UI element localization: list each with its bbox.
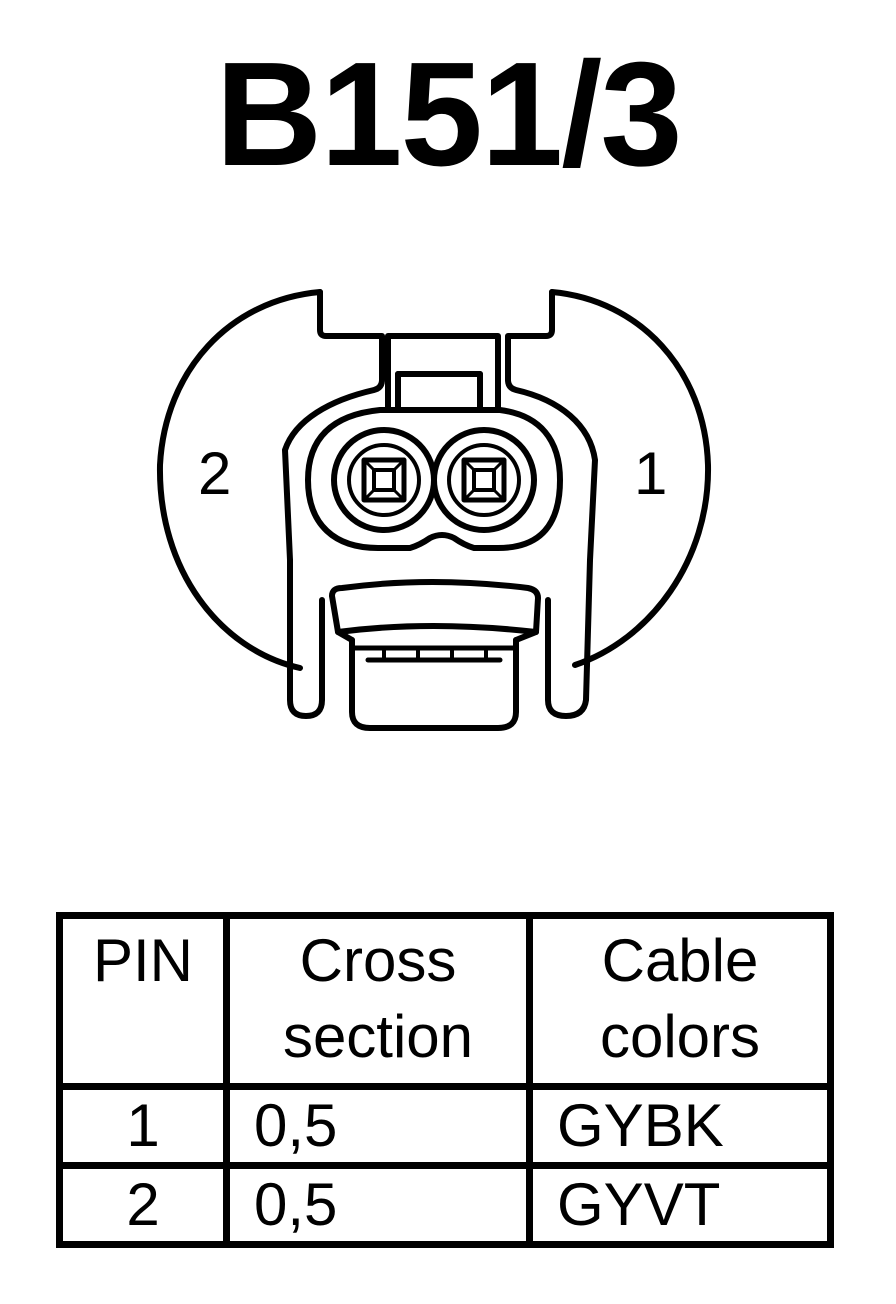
row-1-cross-section: 0,5	[223, 1083, 533, 1169]
lock-bar	[329, 579, 541, 635]
locking-leg-right	[545, 557, 593, 719]
row-2-cross-section: 0,5	[223, 1162, 533, 1248]
latch-tab	[282, 289, 598, 563]
row-2-cable-color: GYVT	[526, 1162, 834, 1248]
row-1-cable-color: GYBK	[526, 1083, 834, 1169]
table-row: 2 0,5 GYVT	[56, 1162, 834, 1248]
pin-table-header: PIN Cross section Cable colors	[56, 912, 834, 1090]
pin-label-2: 2	[198, 440, 231, 507]
release-tab	[349, 637, 519, 731]
header-cross-line2: section	[282, 1003, 474, 1070]
locking-leg-left	[287, 557, 325, 719]
pin-1-contact	[431, 427, 537, 533]
connector-title: B151/3	[215, 32, 682, 197]
header-colors-line1: Cable	[601, 927, 759, 994]
pin-table: PIN Cross section Cable colors 1 0,5 GYB…	[56, 912, 834, 1248]
connector-diagram: 2 1	[156, 289, 712, 731]
connector-housing-outline	[156, 289, 712, 671]
header-cross-line1: Cross	[299, 927, 457, 994]
header-cross-section: Cross section	[223, 912, 533, 1090]
header-pin: PIN	[56, 912, 230, 1090]
header-colors-line2: colors	[599, 1003, 761, 1070]
pin-cavity-outline	[305, 407, 563, 551]
header-cable-colors: Cable colors	[526, 912, 834, 1090]
pin-2-contact	[331, 427, 437, 533]
table-row: 1 0,5 GYBK	[56, 1083, 834, 1169]
row-2-pin: 2	[56, 1162, 230, 1248]
row-1-pin: 1	[56, 1083, 230, 1169]
header-pin-label: PIN	[92, 927, 194, 994]
pin-label-1: 1	[634, 440, 667, 507]
